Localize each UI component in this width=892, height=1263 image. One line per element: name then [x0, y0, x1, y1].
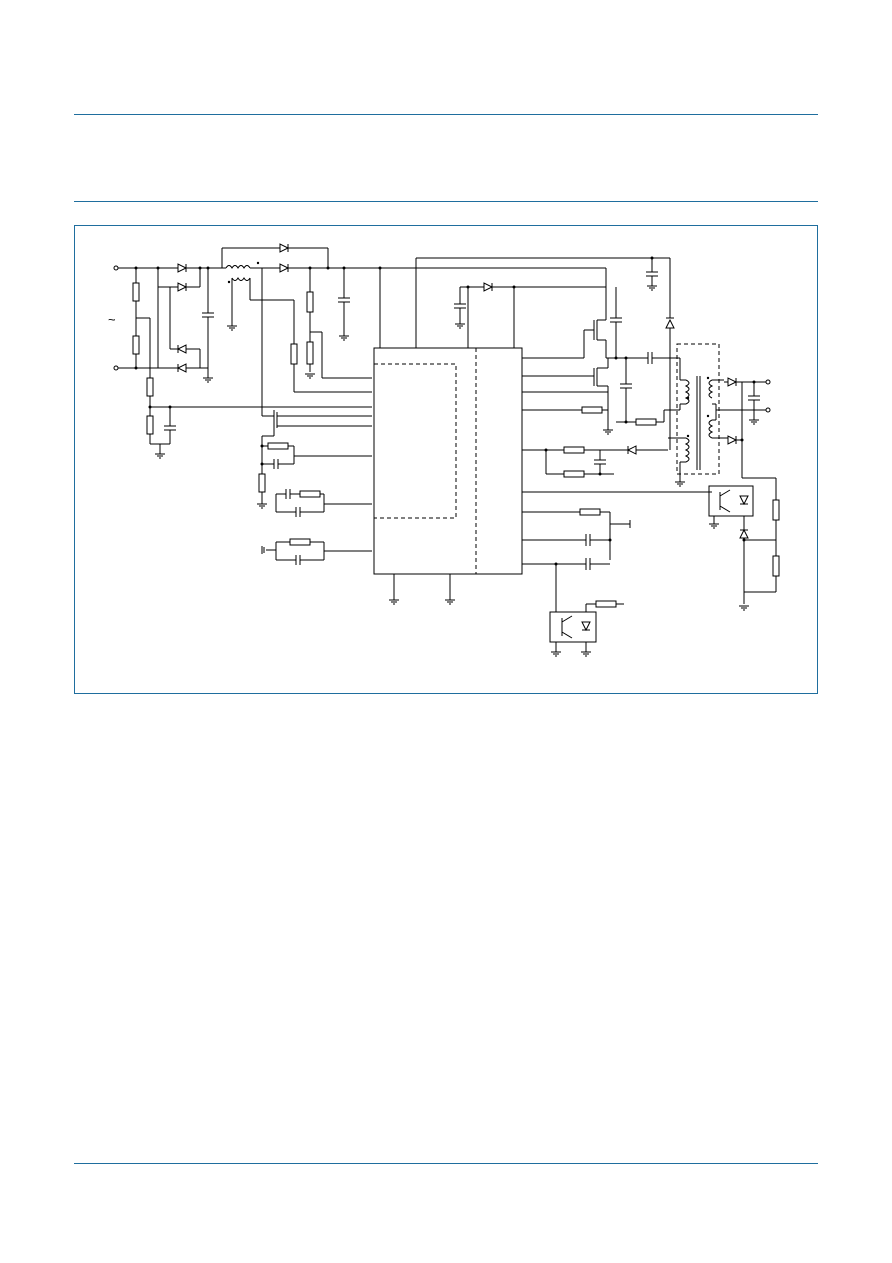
- output-rectifier: [712, 377, 771, 478]
- aux-supply: [416, 267, 607, 329]
- junction-dots: [134, 256, 756, 566]
- figure-frame: [74, 225, 818, 694]
- transformer: [668, 343, 720, 487]
- resistor-r6: [306, 291, 314, 313]
- footer-rule: [74, 1163, 818, 1164]
- resistor-r11: [289, 538, 311, 546]
- current-sense: [522, 406, 680, 426]
- resistor-r17: [595, 600, 617, 608]
- header-rule-bottom: [74, 201, 818, 202]
- resistor-r13: [635, 418, 657, 426]
- resistor-r15: [563, 470, 585, 478]
- resistor-r4: [146, 415, 154, 435]
- resistor-r3: [146, 377, 154, 397]
- resistor-r10: [299, 490, 321, 498]
- mosfet-small: [256, 410, 372, 509]
- input-resistor-chain: [132, 268, 372, 459]
- resistor-r12: [581, 406, 603, 414]
- resistor-r9: [267, 442, 289, 450]
- resistor-r16: [579, 508, 601, 516]
- header-rule-top: [74, 114, 818, 115]
- rc-network-1: [262, 442, 372, 469]
- resistor-r2: [132, 335, 140, 355]
- rc-network-3: [261, 538, 372, 565]
- resistor-r7: [306, 341, 314, 365]
- boost-stage: [221, 243, 416, 416]
- resistor-r8: [258, 473, 266, 493]
- aux-winding-rectifier: [522, 445, 668, 478]
- half-bridge: [522, 287, 680, 435]
- optocoupler-bottom: [549, 600, 624, 657]
- optocoupler-right: [708, 477, 780, 611]
- vcc-cap-right: [646, 258, 675, 450]
- resistor-r18: [772, 499, 780, 521]
- controller-ic: [373, 257, 670, 605]
- rc-network-2: [275, 489, 372, 517]
- resistor-r14: [563, 446, 585, 454]
- ac-input: [113, 265, 170, 371]
- output-pins: [522, 491, 712, 612]
- resistor-r19: [772, 555, 780, 577]
- resistor-r1: [132, 282, 140, 302]
- resistor-r5: [290, 343, 298, 365]
- bridge-rectifier: [157, 263, 222, 383]
- ac-input-symbol: ~: [108, 312, 116, 327]
